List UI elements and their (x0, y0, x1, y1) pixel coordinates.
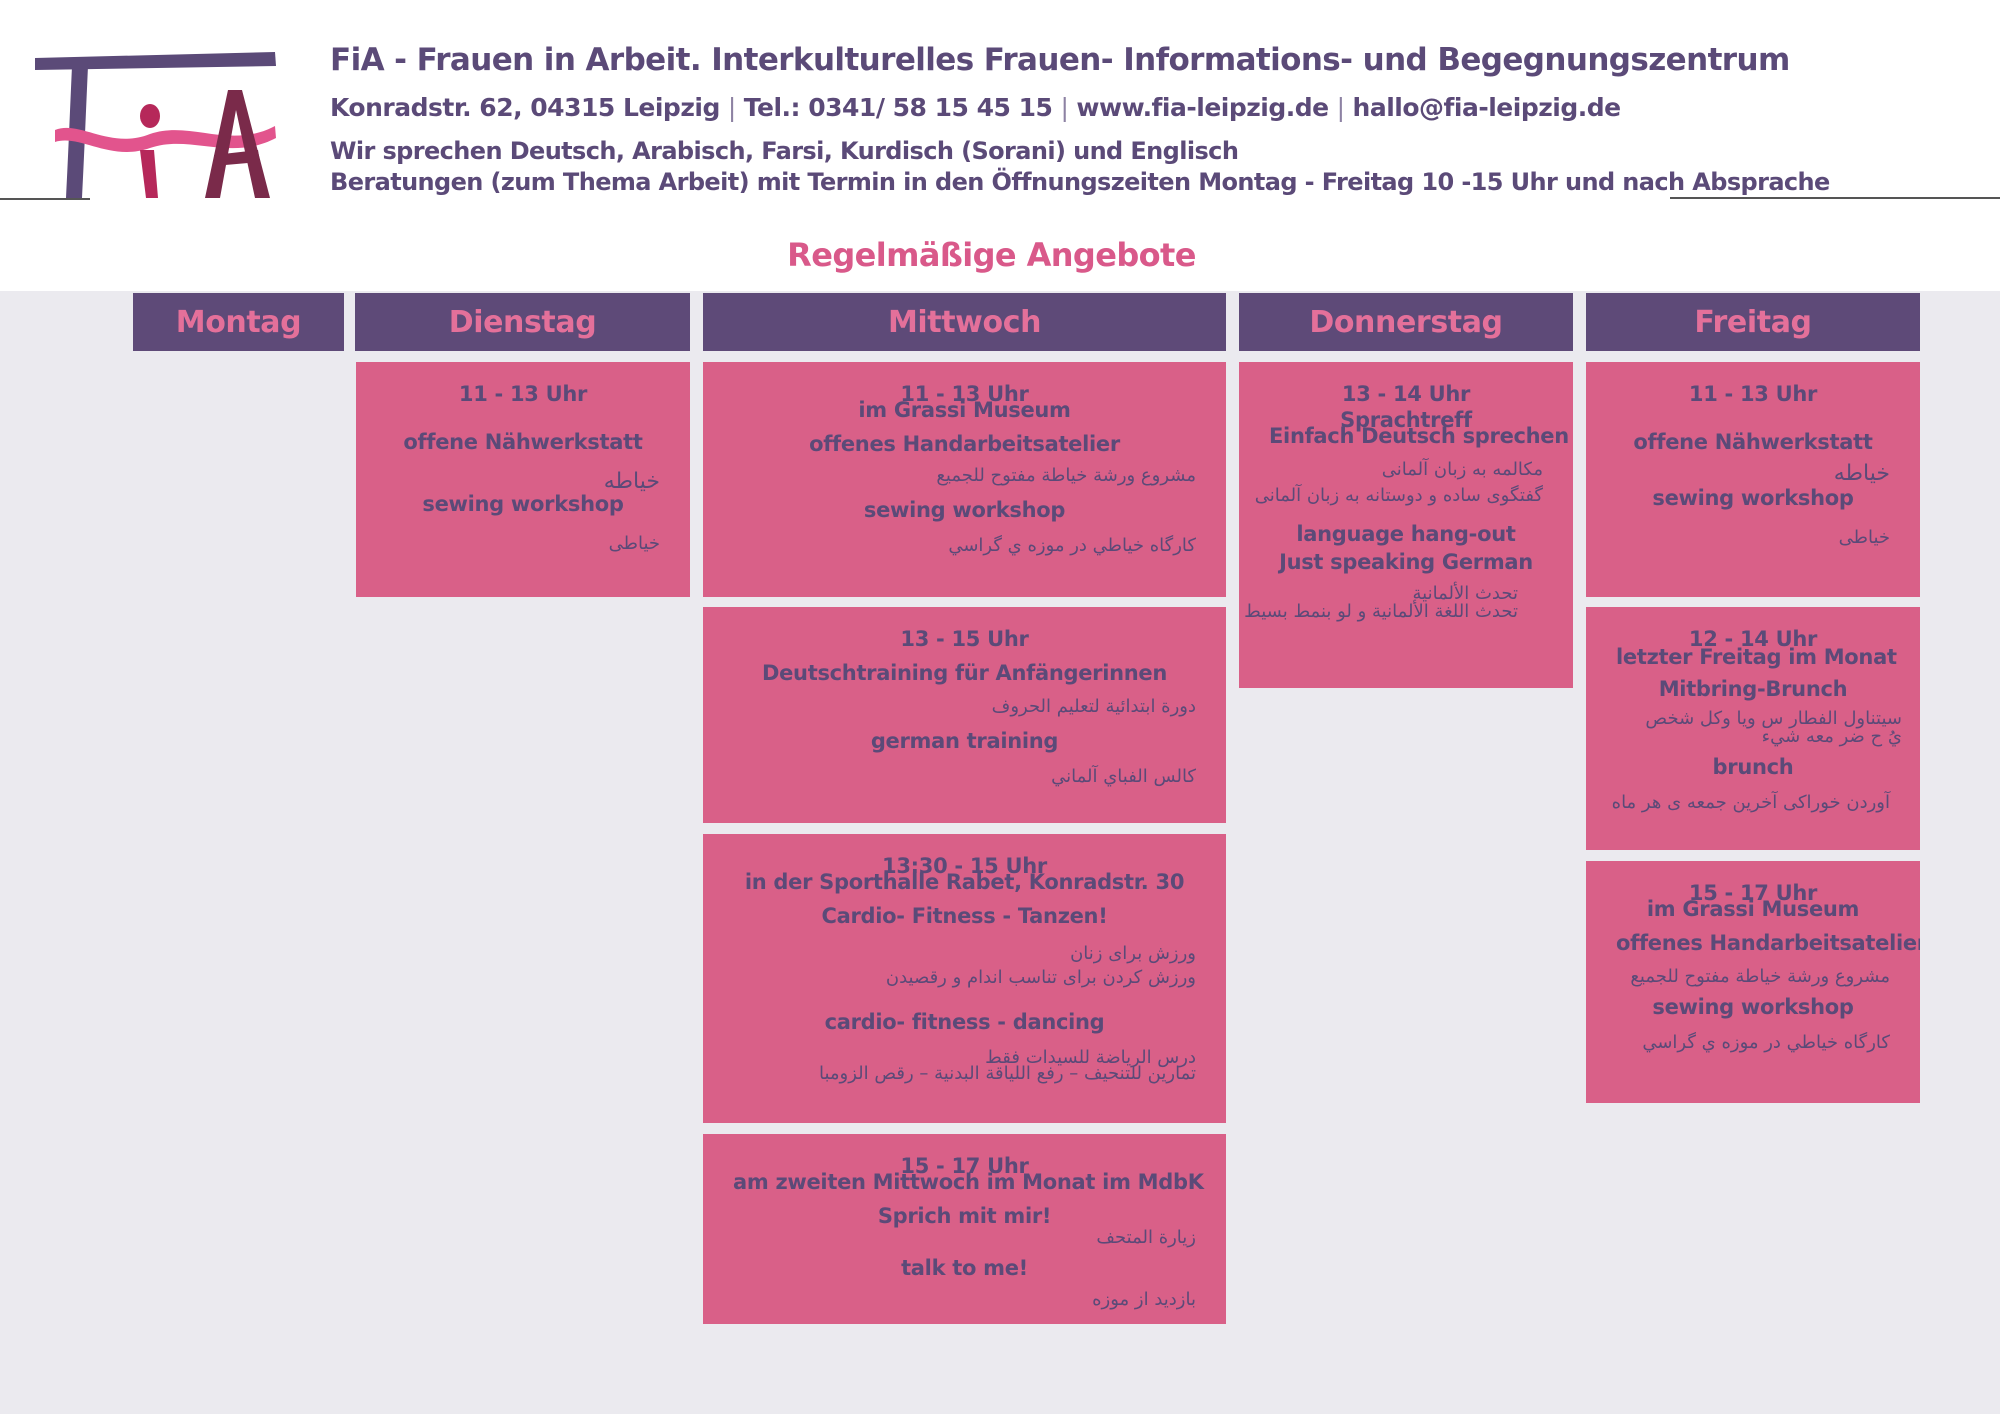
card-arabic-2: يُ ح ضر معه شيء (1761, 726, 1902, 747)
address: Konradstr. 62, 04315 Leipzig (330, 93, 720, 122)
card-farsi: بازدید از موزه (1092, 1289, 1196, 1310)
card-arabic: خياطه (603, 469, 660, 494)
card-farsi-1: ورزش برای زنان (1070, 943, 1196, 964)
phone: Tel.: 0341/ 58 15 45 15 (743, 93, 1053, 122)
header-rule (1670, 197, 2000, 199)
card-english: brunch (1712, 755, 1794, 779)
card-arabic: مشروع ورشة خياطة مفتوح للجميع (936, 465, 1196, 486)
card-english-1: language hang-out (1296, 522, 1516, 546)
card-arabic: خياطه (1833, 461, 1890, 486)
card-english: sewing workshop (422, 492, 624, 516)
day-header-donnerstag: Donnerstag (1239, 293, 1573, 351)
card-title: offene Nähwerkstatt (403, 430, 643, 454)
card-title: Cardio- Fitness - Tanzen! (821, 904, 1108, 928)
freitag-card-naehwerkstatt: 11 - 13 Uhr offene Nähwerkstatt خياطه se… (1586, 362, 1920, 597)
card-farsi: کارگاه خیاطي در موزه ي گراسي (948, 535, 1196, 556)
card-arabic-1: درس الرياضة للسيدات فقط (985, 1047, 1196, 1068)
card-time: 11 - 13 Uhr (458, 382, 588, 406)
card-arabic-1: سيتناول الفطار س ويا وكل شخص (1645, 708, 1902, 729)
day-header-montag: Montag (133, 293, 344, 351)
mittwoch-card-sprich-mit-mir: 15 - 17 Uhr am zweiten Mittwoch im Monat… (703, 1134, 1226, 1324)
mittwoch-card-handarbeit: 11 - 13 Uhr im Grassi Museum offenes Han… (703, 362, 1226, 597)
card-english-2: Just speaking German (1279, 550, 1533, 574)
card-title: offene Nähwerkstatt (1633, 430, 1873, 454)
card-arabic: دورة ابتدائية لتعليم الحروف (991, 696, 1196, 717)
mittwoch-card-deutschtraining: 13 - 15 Uhr Deutschtraining für Anfänger… (703, 607, 1226, 823)
card-time: 15 - 17 Uhr (1688, 881, 1818, 905)
card-time: 12 - 14 Uhr (1688, 627, 1818, 651)
card-place: Sprachtreff (1340, 408, 1472, 432)
org-title: FiA - Frauen in Arbeit. Interkulturelles… (330, 42, 1790, 78)
card-place: letzter Freitag im Monat (1616, 645, 1897, 669)
fia-logo (0, 30, 330, 220)
card-arabic: مشروع ورشة خياطة مفتوح للجميع (1630, 966, 1890, 987)
card-farsi: كالس الفباي آلماني (1051, 766, 1196, 787)
card-title: offenes Handarbeitsatelier (809, 432, 1120, 456)
card-farsi-2: ورزش کردن برای تناسب اندام و رقصیدن (885, 967, 1196, 988)
card-title: Mitbring-Brunch (1658, 677, 1848, 701)
card-place: im Grassi Museum (1646, 897, 1860, 921)
card-place: im Grassi Museum (858, 398, 1071, 422)
card-place: in der Sporthalle Rabet, Konradstr. 30 (744, 870, 1185, 894)
hours-line: Beratungen (zum Thema Arbeit) mit Termin… (330, 168, 1830, 196)
card-arabic-2: تحدث اللغة الألمانية و لو بنمط بسيط (1244, 601, 1518, 622)
card-farsi: خیاطی (1838, 527, 1890, 548)
freitag-card-brunch: 12 - 14 Uhr letzter Freitag im Monat Mit… (1586, 607, 1920, 850)
freitag-card-handarbeit: 15 - 17 Uhr im Grassi Museum offenes Han… (1586, 861, 1920, 1103)
card-farsi: آوردن خوراکی آخرین جمعه ی هر ماه (1611, 792, 1890, 813)
day-header-freitag: Freitag (1586, 293, 1920, 351)
section-title: Regelmäßige Angebote (787, 236, 1196, 274)
mittwoch-card-fitness: 13:30 - 15 Uhr in der Sporthalle Rabet, … (703, 834, 1226, 1123)
contact-line: Konradstr. 62, 04315 Leipzig|Tel.: 0341/… (330, 93, 1621, 122)
card-arabic-2: تمارين للتنحيف – رفع اللياقة البدنية – ر… (818, 1063, 1196, 1084)
card-arabic-1: تحدث الألمانية (1412, 583, 1518, 604)
card-english: cardio- fitness - dancing (824, 1010, 1105, 1034)
header: FiA - Frauen in Arbeit. Interkulturelles… (0, 0, 2000, 291)
card-farsi-1: مکالمه به زبان آلمانی (1381, 459, 1543, 480)
card-time: 15 - 17 Uhr (900, 1154, 1029, 1178)
donnerstag-card-sprachtreff: 13 - 14 Uhr Sprachtreff Einfach Deutsch … (1239, 362, 1573, 688)
card-farsi: خیاطی (608, 533, 660, 554)
fia-logo-icon (35, 52, 276, 198)
dienstag-card-naehwerkstatt: 11 - 13 Uhr offene Nähwerkstatt خياطه se… (356, 362, 690, 597)
day-header-mittwoch: Mittwoch (703, 293, 1226, 351)
card-farsi: کارگاه خیاطي در موزه ي گراسي (1642, 1032, 1890, 1053)
card-title: Einfach Deutsch sprechen (1269, 424, 1569, 448)
card-english: talk to me! (901, 1256, 1028, 1280)
logo-underline (0, 198, 90, 200)
website-link[interactable]: www.fia-leipzig.de (1076, 93, 1329, 122)
card-english: sewing workshop (1652, 995, 1854, 1019)
card-english: sewing workshop (863, 498, 1066, 522)
card-english: sewing workshop (1652, 486, 1854, 510)
day-header-dienstag: Dienstag (355, 293, 690, 351)
languages-line: Wir sprechen Deutsch, Arabisch, Farsi, K… (330, 137, 1239, 165)
card-title: offenes Handarbeitsatelier (1616, 931, 1920, 955)
card-title: Deutschtraining für Anfängerinnen (761, 661, 1167, 685)
card-time: 11 - 13 Uhr (1688, 382, 1818, 406)
card-english: german training (870, 729, 1059, 753)
card-time: 11 - 13 Uhr (900, 382, 1029, 406)
card-title: Sprich mit mir! (877, 1204, 1052, 1228)
card-farsi-2: گفتگوی ساده و دوستانه به زبان آلمانی (1254, 485, 1543, 506)
card-place: am zweiten Mittwoch im Monat im MdbK (733, 1170, 1204, 1194)
card-time: 13:30 - 15 Uhr (882, 854, 1047, 878)
email-link[interactable]: hallo@fia-leipzig.de (1352, 93, 1622, 122)
card-arabic: زيارة المتحف (1096, 1227, 1196, 1248)
card-time: 13 - 14 Uhr (1341, 382, 1471, 406)
card-time: 13 - 15 Uhr (900, 627, 1029, 651)
